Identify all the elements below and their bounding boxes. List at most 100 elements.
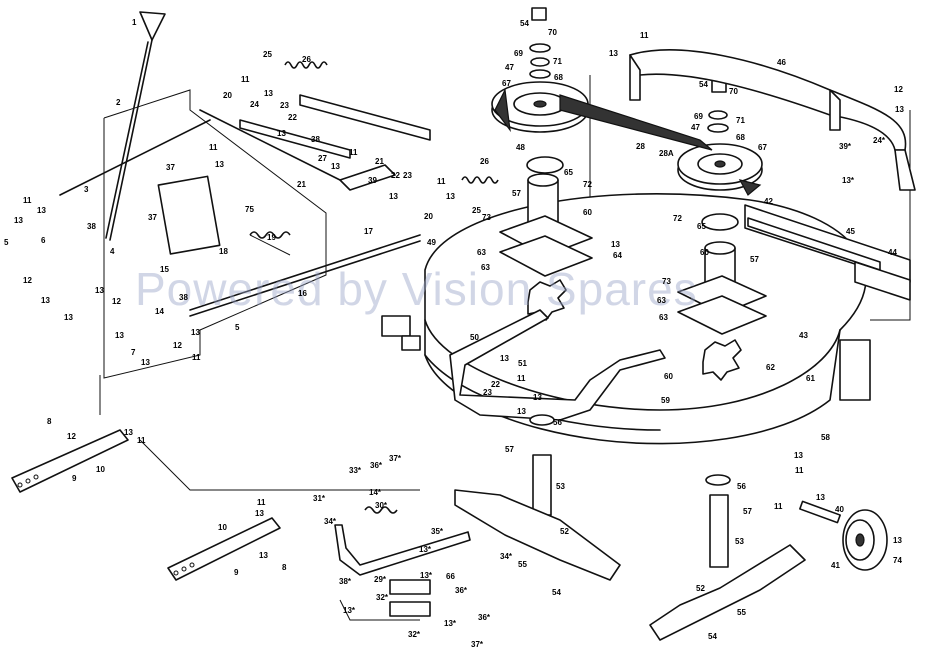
part-callout: 4 — [110, 247, 115, 256]
part-callout: 69 — [694, 112, 703, 121]
part-callout: 38 — [311, 135, 320, 144]
part-callout: 48 — [516, 143, 525, 152]
part-callout: 47 — [691, 123, 700, 132]
part-callout: 18 — [219, 247, 228, 256]
part-callout: 42 — [764, 197, 773, 206]
part-callout: 61 — [806, 374, 815, 383]
part-callout: 11 — [257, 498, 266, 507]
part-callout: 28A — [659, 149, 674, 158]
part-callout: 55 — [737, 608, 746, 617]
part-callout: 25 — [263, 50, 272, 59]
part-callout: 53 — [735, 537, 744, 546]
belt-guard-cover — [629, 49, 916, 191]
part-callout: 12 — [894, 85, 903, 94]
part-callout: 11 — [349, 148, 358, 157]
part-callout: 49 — [427, 238, 436, 247]
part-callout: 20 — [223, 91, 232, 100]
part-callout: 57 — [505, 445, 514, 454]
part-callout: 26 — [480, 157, 489, 166]
part-callout: 73 — [662, 277, 671, 286]
part-callout: 7 — [131, 348, 136, 357]
part-callout: 13 — [816, 493, 825, 502]
part-callout: 56 — [553, 418, 562, 427]
part-callout: 17 — [364, 227, 373, 236]
part-callout: 20 — [424, 212, 433, 221]
part-callout: 37 — [166, 163, 175, 172]
part-callout: 38 — [87, 222, 96, 231]
part-callout: 24 — [250, 100, 259, 109]
part-callout: 28 — [636, 142, 645, 151]
part-callout: 13 — [277, 129, 286, 138]
part-callout: 47 — [505, 63, 514, 72]
part-callout: 12 — [112, 297, 121, 306]
part-callout: 13 — [215, 160, 224, 169]
part-callout: 13 — [389, 192, 398, 201]
part-callout: 14 — [155, 307, 164, 316]
part-callout: 60 — [700, 248, 709, 257]
blades-and-spindles — [454, 414, 806, 641]
part-callout: 70 — [548, 28, 557, 37]
part-callout: 63 — [659, 313, 668, 322]
part-callout: 24* — [873, 136, 886, 145]
part-callout: 13 — [517, 407, 526, 416]
part-callout: 15 — [160, 265, 169, 274]
part-callout: 64 — [613, 251, 622, 260]
part-callout: 13* — [343, 606, 356, 615]
part-callout: 19 — [267, 233, 276, 242]
part-callout: 21 — [375, 157, 384, 166]
part-callout: 25 — [472, 206, 481, 215]
part-callout: 23 — [483, 388, 492, 397]
part-callout: 11 — [209, 143, 218, 152]
part-callout: 46 — [777, 58, 786, 67]
part-callout: 37 — [148, 213, 157, 222]
part-callout: 13 — [191, 328, 200, 337]
part-callout: 35* — [431, 527, 444, 536]
part-callout: 11 — [192, 353, 201, 362]
part-callout: 30* — [375, 501, 388, 510]
part-callout: 13 — [115, 331, 124, 340]
part-callout: 13 — [794, 451, 803, 460]
part-callout: 2 — [116, 98, 121, 107]
part-callout: 57 — [743, 507, 752, 516]
part-callout: 12 — [23, 276, 32, 285]
anti-scalp-bracket — [334, 506, 471, 617]
part-callout: 69 — [514, 49, 523, 58]
part-callout: 13* — [842, 176, 855, 185]
baffle-plates — [744, 204, 911, 301]
part-callout: 13 — [14, 216, 23, 225]
part-callout: 22 — [391, 171, 400, 180]
part-callout: 59 — [661, 396, 670, 405]
part-callout: 54 — [699, 80, 708, 89]
part-callouts: 1234556788991010111111111111111111111111… — [4, 18, 904, 649]
part-callout: 13 — [41, 296, 50, 305]
part-callout: 31* — [313, 494, 326, 503]
part-callout: 23 — [403, 171, 412, 180]
part-callout: 63 — [477, 248, 486, 257]
drive-belt — [494, 87, 762, 196]
part-callout: 55 — [518, 560, 527, 569]
part-callout: 43 — [799, 331, 808, 340]
part-callout: 13* — [420, 571, 433, 580]
part-callout: 13* — [419, 545, 432, 554]
part-callout: 3 — [84, 185, 89, 194]
part-callout: 11 — [774, 502, 783, 511]
part-callout: 9 — [234, 568, 239, 577]
part-callout: 5 — [4, 238, 9, 247]
part-callout: 8 — [282, 563, 287, 572]
part-callout: 39 — [368, 176, 377, 185]
part-callout: 60 — [664, 372, 673, 381]
part-callout: 53 — [556, 482, 565, 491]
part-callout: 13 — [95, 286, 104, 295]
part-callout: 23 — [280, 101, 289, 110]
part-callout: 13 — [609, 49, 618, 58]
part-callout: 36* — [478, 613, 491, 622]
part-callout: 11 — [23, 196, 32, 205]
part-callout: 66 — [446, 572, 455, 581]
part-callout: 11 — [241, 75, 250, 84]
part-callout: 5 — [235, 323, 240, 332]
part-callout: 14* — [369, 488, 382, 497]
part-callout: 32* — [408, 630, 421, 639]
part-callout: 34* — [500, 552, 513, 561]
part-callout: 26 — [302, 55, 311, 64]
part-callout: 11 — [137, 436, 146, 445]
